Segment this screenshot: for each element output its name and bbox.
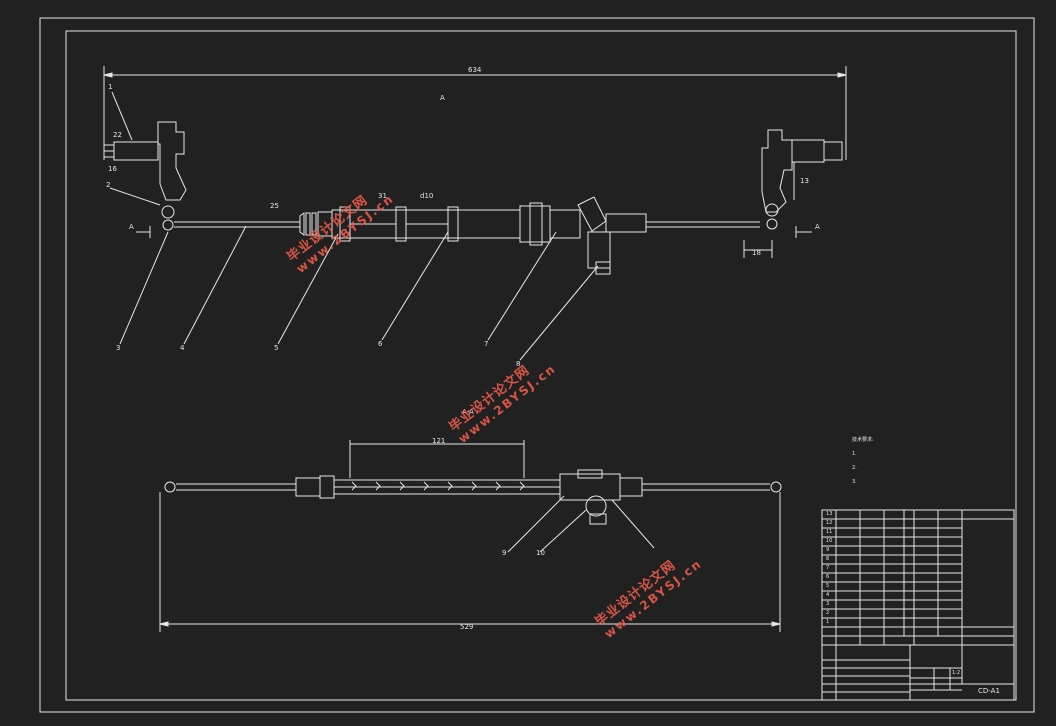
row-10: 10 (826, 538, 833, 544)
section-mark-left: A (129, 223, 134, 231)
row-7: 7 (826, 565, 830, 571)
callout-6: 6 (378, 340, 383, 348)
row-4: 4 (826, 592, 830, 598)
row-6: 6 (826, 574, 830, 580)
dim-d10: d10 (420, 192, 434, 200)
section-view-aa (159, 440, 782, 632)
inner-border (65, 30, 1017, 701)
dim-634: 634 (468, 66, 482, 74)
top-leaders (109, 91, 599, 361)
callout-7: 7 (484, 340, 489, 348)
top-dimension (103, 66, 847, 160)
row-13: 13 (826, 511, 833, 517)
dim-18: 18 (752, 249, 761, 257)
callout-10: 10 (536, 549, 545, 557)
dim-31: 31 (378, 192, 387, 200)
scale-value: 1:2 (952, 670, 961, 676)
row-3: 3 (826, 601, 830, 607)
row-8: 8 (826, 556, 830, 562)
row-5: 5 (826, 583, 830, 589)
outer-border (39, 17, 1035, 713)
row-9: 9 (826, 547, 830, 553)
note-line-3: 3. (852, 479, 857, 485)
row-12: 12 (826, 520, 833, 526)
section-mark-right: A (815, 223, 820, 231)
callout-2: 2 (106, 181, 111, 189)
view-title: A-A (462, 408, 474, 416)
notes-heading: 技术要求: (852, 437, 874, 443)
callout-9: 9 (502, 549, 507, 557)
row-11: 11 (826, 529, 833, 535)
callout-1: 1 (108, 83, 113, 91)
dim-13: 13 (800, 177, 809, 185)
callout-4: 4 (180, 344, 185, 352)
callout-5: 5 (274, 344, 279, 352)
technical-notes: 技术要求: 1. 2. 3. (852, 433, 874, 489)
callout-8: 8 (516, 360, 521, 368)
row-1: 1 (826, 619, 830, 625)
drawing-number: CD-A1 (978, 687, 1000, 695)
dim-25: 25 (270, 202, 279, 210)
steering-gear-top-view (103, 121, 843, 275)
note-line-1: 1. (852, 451, 857, 457)
callout-3: 3 (116, 344, 121, 352)
dim-529: 529 (460, 623, 474, 631)
note-line-2: 2. (852, 465, 857, 471)
title-block (821, 509, 1015, 701)
top-view-note: A (440, 94, 445, 102)
dim-22: 22 (113, 131, 122, 139)
dim-121: 121 (432, 437, 446, 445)
dim-16: 16 (108, 165, 117, 173)
row-2: 2 (826, 610, 830, 616)
